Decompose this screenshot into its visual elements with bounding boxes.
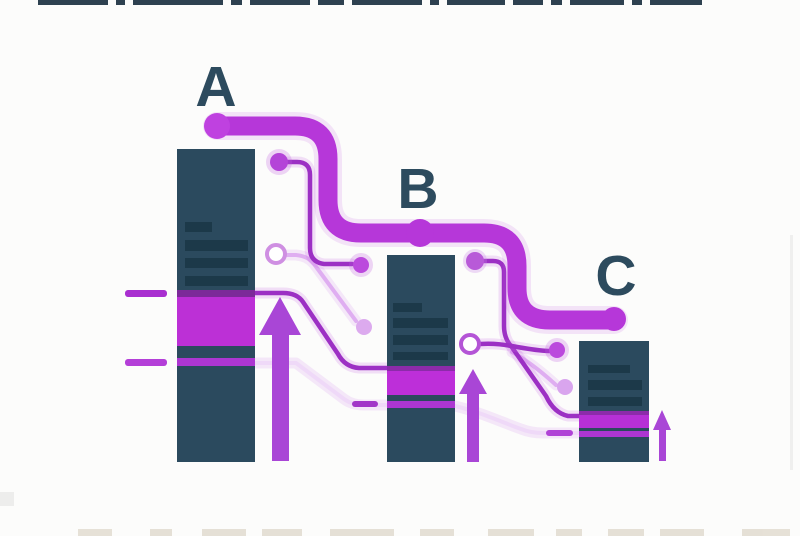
- bar-c-text-lines: [588, 365, 642, 406]
- node-dot-a: [204, 113, 230, 139]
- bar-a-thin-band: [177, 358, 255, 366]
- tick-dash-a1: [125, 290, 167, 297]
- bar-a-band-edge: [177, 290, 255, 297]
- bar-c-band-edge: [579, 411, 649, 415]
- edge-artifact-bottom-left: [0, 492, 14, 506]
- cropped-text-top-strip: [38, 0, 702, 5]
- tick-dash-b: [352, 401, 378, 407]
- small-node-dot-2: [353, 257, 369, 273]
- node-dot-c: [602, 307, 626, 331]
- up-arrow-a: [259, 297, 301, 461]
- edge-artifact-right: [790, 235, 793, 470]
- bar-a: [177, 149, 255, 462]
- bar-a-text-lines: [185, 222, 248, 286]
- outlined-node-circle-2: [459, 333, 481, 355]
- bar-a-band: [177, 297, 255, 346]
- bar-b-text-lines: [393, 303, 448, 360]
- small-node-dot-4: [466, 252, 484, 270]
- bar-b-thin-band: [387, 401, 455, 408]
- cropped-text-bottom-strip: [78, 529, 790, 536]
- small-node-dot-6: [557, 379, 573, 395]
- tick-dash-c: [546, 430, 573, 436]
- tick-dash-a2: [125, 359, 167, 366]
- up-arrow-b: [459, 369, 487, 462]
- bar-b-band-edge: [387, 366, 455, 371]
- node-dot-b: [406, 219, 434, 247]
- outlined-node-circle-1: [265, 243, 287, 265]
- up-arrow-c: [653, 410, 671, 461]
- bar-b: [387, 255, 455, 462]
- small-node-dot-5: [549, 342, 565, 358]
- growth-arrows: [259, 297, 671, 462]
- bar-c-label: C: [595, 244, 636, 308]
- bar-b-label: B: [397, 157, 438, 221]
- bar-b-band: [387, 371, 455, 395]
- small-node-dot-3: [356, 319, 372, 335]
- bar-c-band: [579, 415, 649, 428]
- main-connector: [204, 113, 626, 331]
- small-node-dot-1: [270, 153, 288, 171]
- bar-c-thin-band: [579, 431, 649, 437]
- trace-nodes: [265, 149, 573, 395]
- bar-a-label: A: [195, 55, 236, 119]
- bar-c: [579, 341, 649, 462]
